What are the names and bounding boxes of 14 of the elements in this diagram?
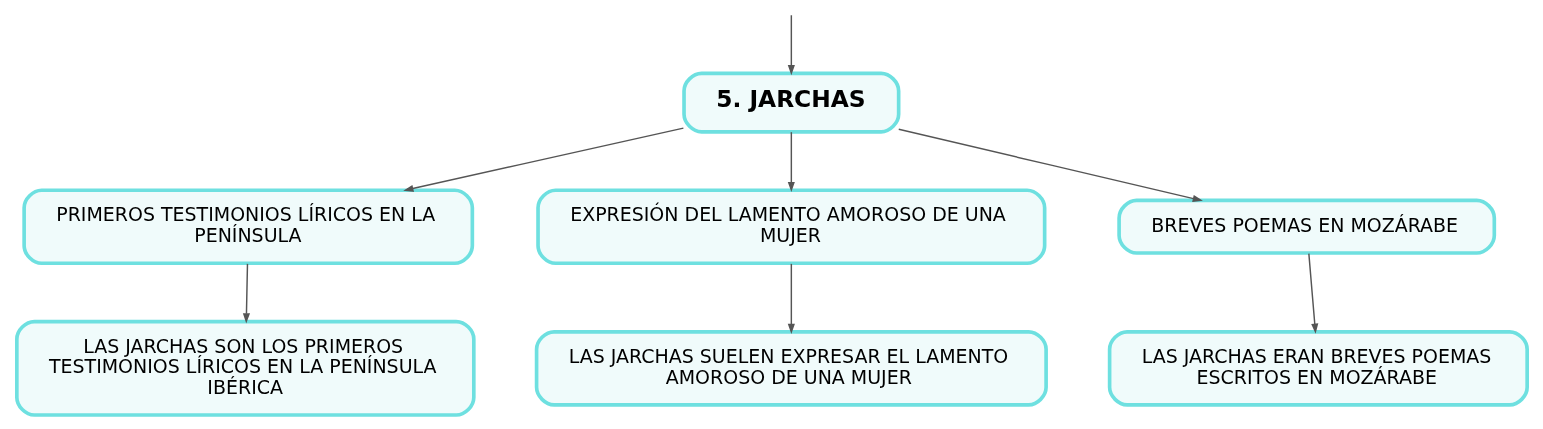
arrow <box>897 128 1203 202</box>
node-box: BREVES POEMAS EN MOZÁRABE <box>1116 198 1496 255</box>
arrow <box>787 14 795 76</box>
node-box: PRIMEROS TESTIMONIOS LÍRICOS EN LA PENÍNSULA <box>21 188 474 266</box>
node-box: LAS JARCHAS SUELEN EXPRESAR EL LAMENTO AMOROSO DE UNA MUJER <box>534 330 1048 407</box>
node-box: 5. JARCHAS <box>681 71 900 134</box>
arrow <box>402 127 684 192</box>
arrow <box>1307 252 1318 334</box>
arrow <box>787 263 795 334</box>
node-box: LAS JARCHAS ERAN BREVES POEMAS ESCRITOS EN MOZÁRABE <box>1107 330 1529 407</box>
arrow <box>787 131 795 193</box>
arrow <box>242 263 250 324</box>
node-box: EXPRESIÓN DEL LAMENTO AMOROSO DE UNA MUJER <box>535 188 1046 266</box>
node-box: LAS JARCHAS SON LOS PRIMEROS TESTIMONIOS LÍRICOS EN LA PENÍNSULA IBÉRICA <box>14 319 476 417</box>
